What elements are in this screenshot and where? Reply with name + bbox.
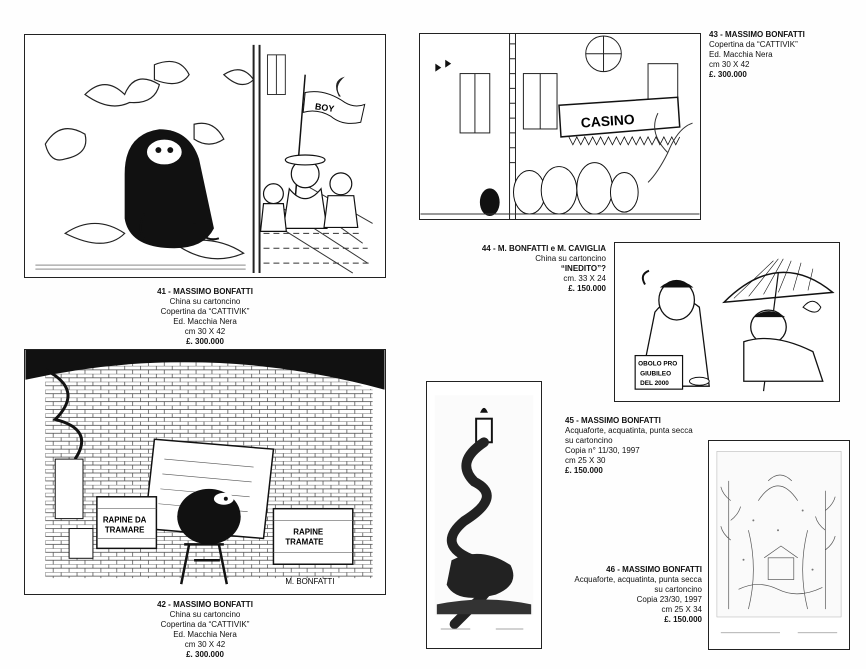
lot-46-support: su cartoncino [654, 585, 702, 594]
lot-45-edition: Copia n° 11/30, 1997 [565, 446, 640, 455]
lot-46-size: cm 25 X 34 [661, 605, 702, 614]
lot-41-title: 41 - MASSIMO BONFATTI [157, 287, 253, 296]
lot-42-title: 42 - MASSIMO BONFATTI [157, 600, 253, 609]
artwork-45-etching [426, 381, 542, 649]
casino-sign: CASINO [580, 111, 635, 131]
lot-44-medium: China su cartoncino [535, 254, 606, 263]
illustration-hideout-scene: RAPINE DA TRAMARE RAPINE TRAMATE M. BONF… [25, 350, 385, 586]
lot-42-publisher: Ed. Macchia Nera [173, 630, 237, 639]
artwork-44-jubilee-cartoon: OBOLO PRO GIUBILEO DEL 2000 [614, 242, 840, 402]
illustration-casino-entrance: CASINO [420, 34, 700, 219]
crate-right-line2: TRAMATE [285, 537, 323, 546]
flag-text: BOY [314, 101, 335, 114]
lot-43-price: £. 300.000 [709, 70, 747, 79]
lot-43-size: cm 30 X 42 [709, 60, 750, 69]
artwork-43-casino-scene: CASINO [419, 33, 701, 220]
lot-46-price: £. 150.000 [664, 615, 702, 624]
lot-43-publisher: Ed. Macchia Nera [709, 50, 773, 59]
caption-lot-42: 42 - MASSIMO BONFATTI China su cartoncin… [137, 600, 273, 660]
lot-45-title: 45 - MASSIMO BONFATTI [565, 416, 661, 425]
illustration-pope-and-tourist: OBOLO PRO GIUBILEO DEL 2000 [634, 258, 835, 392]
caption-lot-46: 46 - MASSIMO BONFATTI Acquaforte, acquat… [540, 565, 702, 625]
crate-right-line1: RAPINE [293, 527, 323, 536]
lot-42-medium: China su cartoncino [169, 610, 241, 619]
lot-46-edition: Copia 23/30, 1997 [636, 595, 702, 604]
artwork-42-cattivik-cover: RAPINE DA TRAMARE RAPINE TRAMATE M. BONF… [24, 349, 386, 595]
lot-41-price: £. 300.000 [186, 337, 224, 346]
lot-46-medium: Acquaforte, acquatinta, punta secca [574, 575, 702, 584]
lot-44-title: 44 - M. BONFATTI e M. CAVIGLIA [481, 244, 606, 253]
lot-43-series: Copertina da “CATTIVIK” [709, 40, 798, 49]
caption-lot-43: 43 - MASSIMO BONFATTI Copertina da “CATT… [709, 30, 859, 80]
artwork-46-etching [708, 440, 850, 650]
sign-44-line3: DEL 2000 [640, 380, 669, 387]
lot-44-series: “INEDITO”? [560, 264, 606, 273]
lot-45-price: £. 150.000 [565, 466, 603, 475]
lot-41-series: Copertina da “CATTIVIK” [160, 307, 250, 316]
caption-lot-44: 44 - M. BONFATTI e M. CAVIGLIA China su … [454, 244, 606, 294]
caption-lot-41: 41 - MASSIMO BONFATTI China su cartoncin… [140, 287, 270, 347]
illustration-stacked-figure [434, 395, 534, 630]
lot-44-price: £. 150.000 [568, 284, 606, 293]
crate-left-line1: RAPINE DA [103, 516, 147, 525]
lot-41-size: cm 30 X 42 [184, 327, 226, 336]
illustration-street-scene: BOY [35, 44, 373, 274]
lot-42-size: cm 30 X 42 [184, 640, 226, 649]
sign-44-line2: GIUBILEO [640, 370, 671, 377]
lot-42-price: £. 300.000 [186, 650, 224, 659]
sign-44-line1: OBOLO PRO [638, 360, 677, 367]
lot-45-support: su cartoncino [565, 436, 613, 445]
crate-left-line2: TRAMARE [105, 526, 145, 535]
lot-41-publisher: Ed. Macchia Nera [173, 317, 237, 326]
lot-46-title: 46 - MASSIMO BONFATTI [606, 565, 702, 574]
lot-42-series: Copertina da “CATTIVIK” [160, 620, 250, 629]
lot-43-title: 43 - MASSIMO BONFATTI [709, 30, 805, 39]
lot-45-size: cm 25 X 30 [565, 456, 606, 465]
signature-42: M. BONFATTI [285, 577, 334, 586]
lot-44-size: cm. 33 X 24 [563, 274, 606, 283]
illustration-garden-landscape [716, 451, 842, 634]
caption-lot-45: 45 - MASSIMO BONFATTI Acquaforte, acquat… [565, 416, 725, 476]
lot-41-medium: China su cartoncino [169, 297, 241, 306]
artwork-41-cattivik-cover: BOY [24, 34, 386, 278]
lot-45-medium: Acquaforte, acquatinta, punta secca [565, 426, 693, 435]
